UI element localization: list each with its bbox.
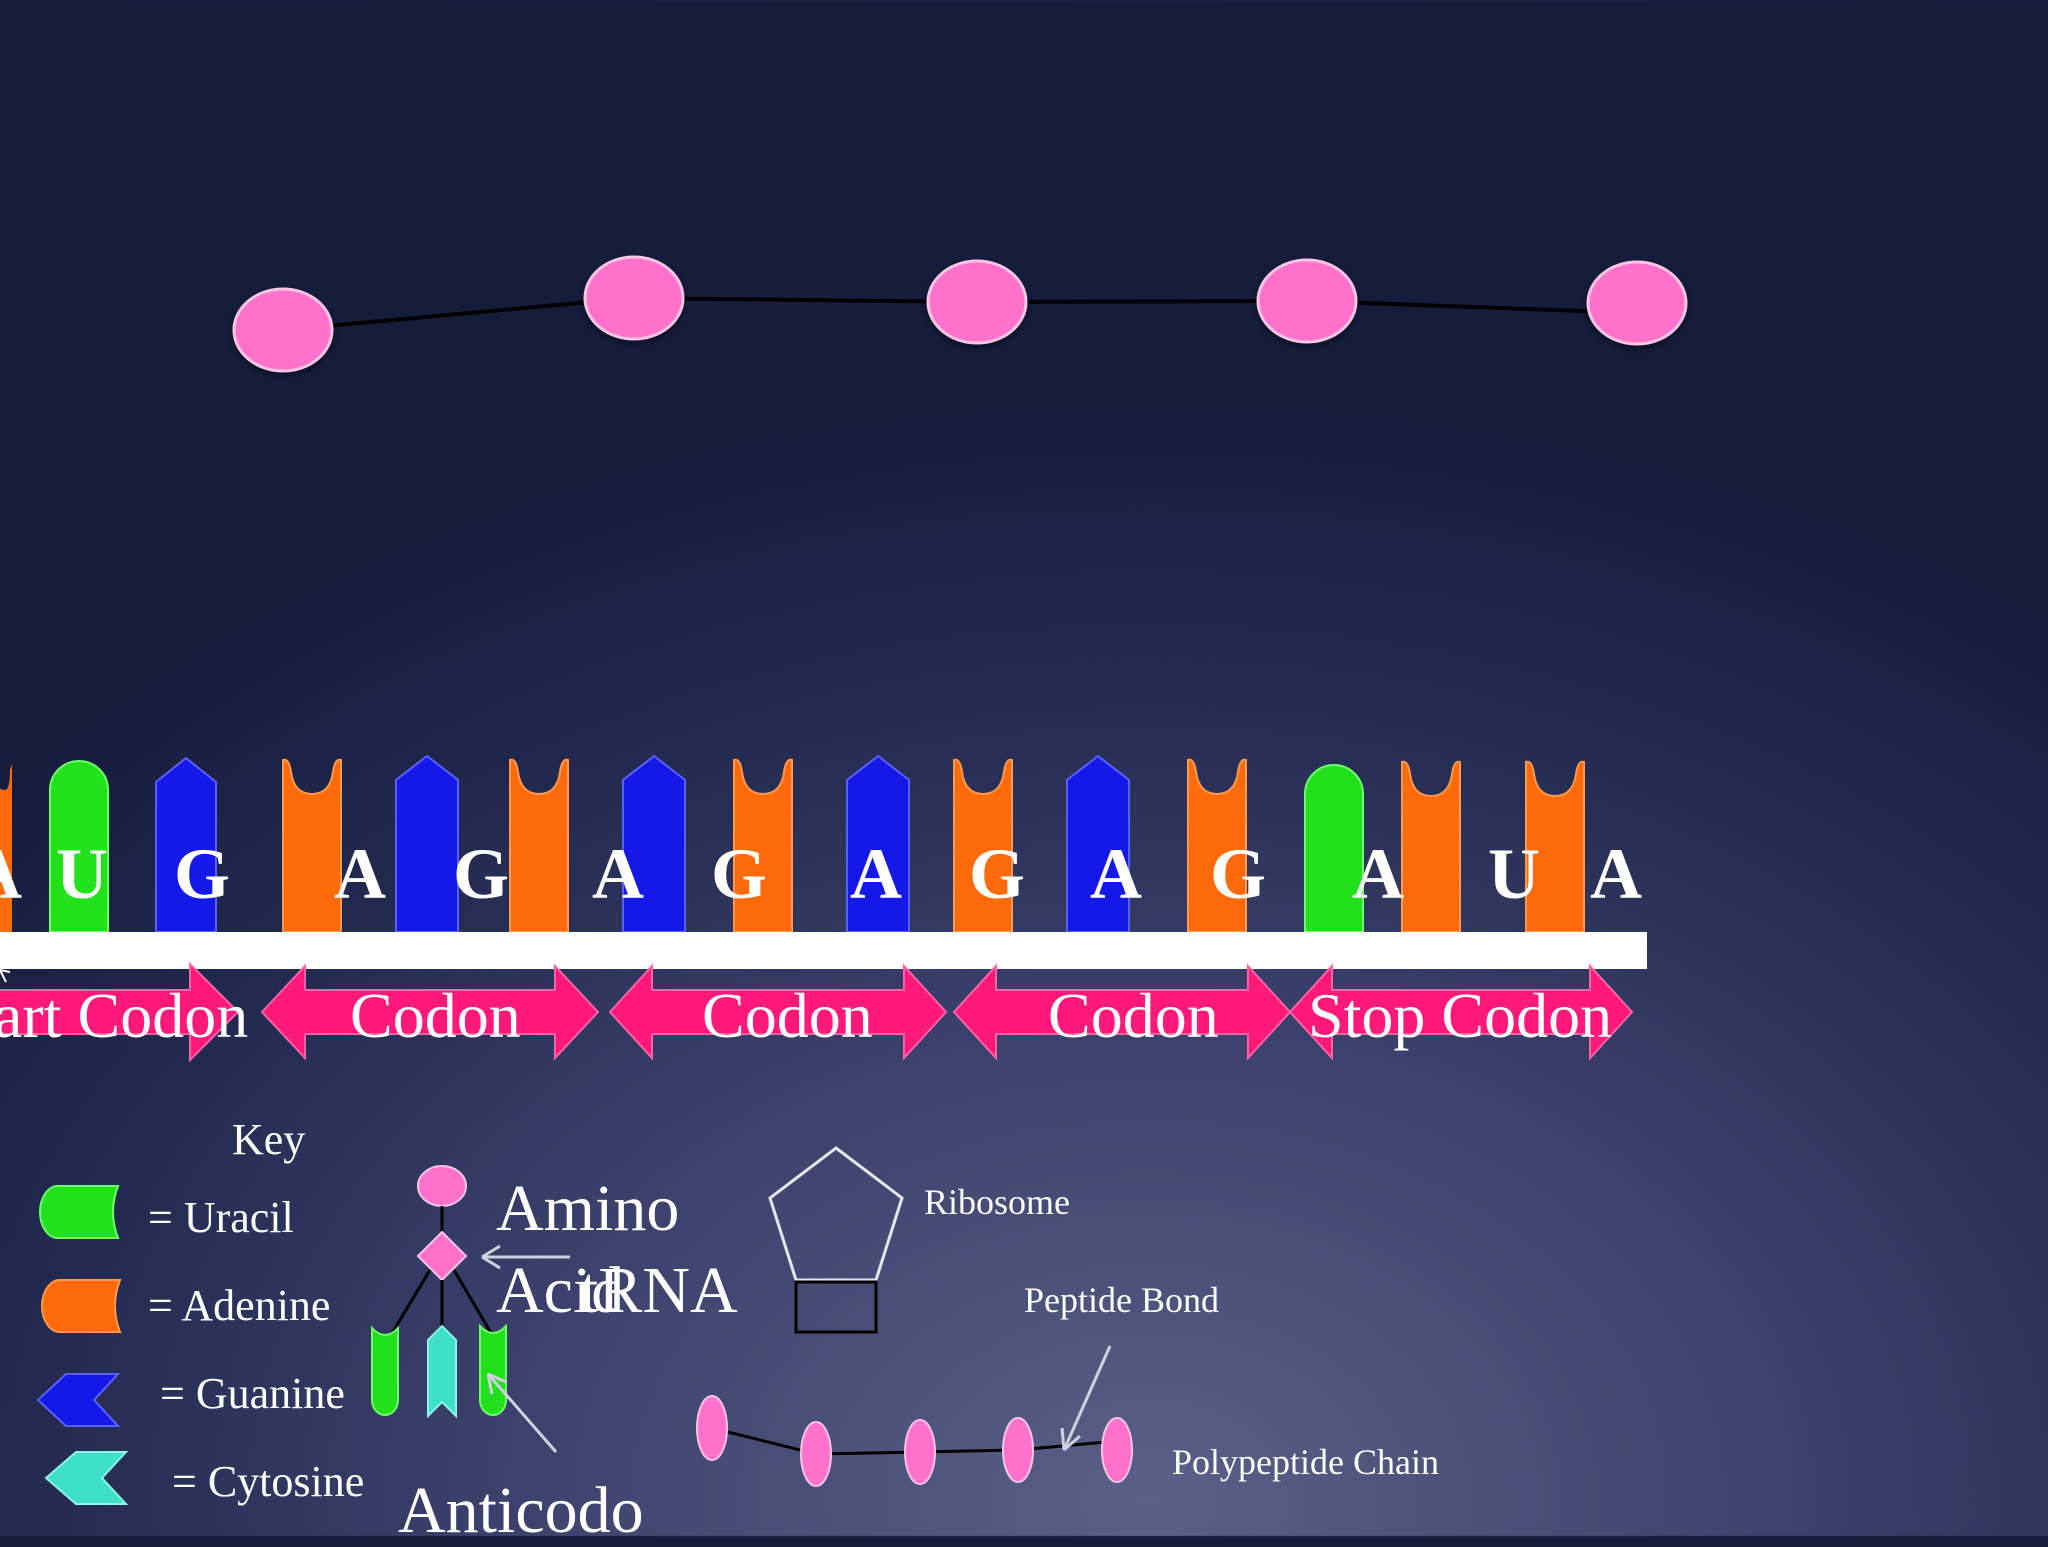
base-letter: A: [1090, 834, 1142, 914]
base-letter: U: [1488, 834, 1540, 914]
amino-acid: [800, 1421, 832, 1487]
amino-acid: [904, 1419, 936, 1485]
peptide-bond-label: Peptide Bond: [1024, 1280, 1219, 1320]
adenine-base: [1187, 758, 1247, 933]
amino-acid-pointer-arrow: [481, 1244, 570, 1270]
anticodon-pointer-arrow: [486, 1372, 558, 1453]
start-codon-arrow: [0, 961, 240, 1063]
adenine-icon: [41, 1279, 122, 1333]
stop-codon-label: Stop Codon: [1308, 980, 1613, 1051]
base-letter: A: [1590, 834, 1642, 914]
codon-label: Codon: [702, 980, 873, 1051]
trna-label: tRNA: [580, 1254, 738, 1327]
uracil-label: = Uracil: [148, 1193, 294, 1242]
mrna-bases: [0, 754, 1585, 933]
mrna-strand: [0, 932, 1647, 969]
cytosine-icon: [44, 1451, 129, 1505]
base-letter: A: [1352, 834, 1404, 914]
key-icons: [36, 1185, 129, 1505]
codon-arrow: [608, 963, 948, 1061]
amino-acid: [232, 287, 334, 373]
stop-codon-arrow: [1288, 963, 1634, 1061]
ribosome-icon: [768, 1146, 904, 1282]
base-letter: G: [1210, 834, 1267, 914]
amino-acid: [696, 1395, 728, 1461]
adenine-base: [282, 758, 342, 933]
key-title: Key: [232, 1115, 306, 1164]
codon-arrow: [260, 963, 600, 1061]
amino-acid-icon: [417, 1165, 467, 1207]
anticodon-uracil-icon: [371, 1325, 399, 1416]
guanine-base: [395, 754, 459, 933]
uracil-base: [49, 760, 109, 933]
uracil-base: [1304, 764, 1364, 933]
base-letter: U: [56, 834, 108, 914]
guanine-label: = Guanine: [160, 1369, 345, 1418]
adenine-base: [509, 758, 569, 933]
adenine-base: [1525, 760, 1585, 933]
adenine-base: [1401, 760, 1461, 933]
base-letter: A: [334, 834, 386, 914]
bottom-polypeptide-chain: [696, 1345, 1133, 1487]
amino-acid: [583, 255, 685, 341]
trna-arm: [386, 1269, 432, 1341]
anticodon-uracil-icon: [479, 1323, 507, 1416]
amino-acid: [1101, 1417, 1133, 1483]
adenine-base: [0, 764, 12, 932]
anticodon-cytosine-icon: [427, 1324, 457, 1419]
base-letter: A: [0, 838, 22, 910]
base-letter: G: [174, 834, 231, 914]
amino-acid: [926, 259, 1028, 345]
base-letter: G: [453, 834, 510, 914]
trna-arm: [452, 1269, 496, 1339]
trna-symbol: [371, 1165, 570, 1453]
top-polypeptide-chain: [232, 255, 1688, 373]
amino-acid-label-line1: Amino: [496, 1172, 680, 1245]
ribosome-symbol: [768, 1146, 904, 1334]
polypeptide-chain-label: Polypeptide Chain: [1172, 1442, 1439, 1482]
codon-arrows: [0, 961, 1634, 1063]
uracil-icon: [39, 1185, 120, 1239]
guanine-icon: [36, 1373, 121, 1427]
amino-acid-label-line2: Acid: [496, 1254, 625, 1327]
base-letter: A: [592, 834, 644, 914]
ribosome-slot-icon: [794, 1280, 878, 1334]
ribosome-label: Ribosome: [924, 1182, 1071, 1222]
peptide-bond-pointer-arrow: [1060, 1345, 1112, 1452]
amino-acid: [1586, 260, 1688, 346]
adenine-base: [733, 758, 793, 933]
base-letter: G: [969, 834, 1026, 914]
start-codon-label: art Codon: [0, 980, 249, 1051]
adenine-base: [953, 758, 1013, 933]
trna-body-icon: [416, 1230, 468, 1282]
adenine-label: = Adenine: [148, 1281, 331, 1330]
strand-edge-mark: [0, 969, 11, 983]
codon-label: Codon: [350, 980, 521, 1051]
base-letter: G: [711, 834, 768, 914]
base-letter: A: [850, 834, 902, 914]
amino-acid: [1256, 258, 1358, 344]
amino-acid: [1002, 1417, 1034, 1483]
cytosine-label: = Cytosine: [172, 1457, 365, 1506]
codon-label: Codon: [1048, 980, 1219, 1051]
anticodon-label: Anticodo: [398, 1474, 644, 1547]
